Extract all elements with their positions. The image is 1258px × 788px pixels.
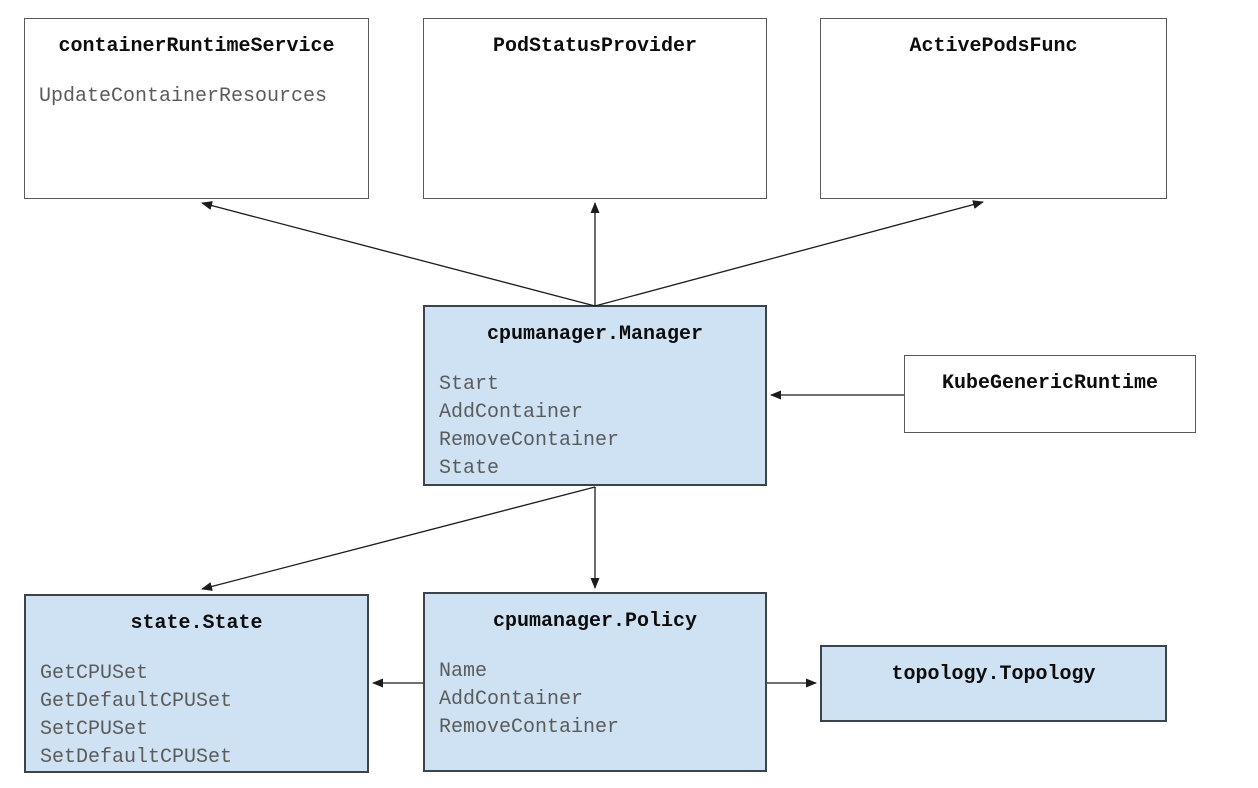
method-label: RemoveContainer [439,429,620,452]
node-kube-generic-runtime: KubeGenericRuntime [904,355,1196,433]
method-label: RemoveContainer [439,716,620,739]
node-title: ActivePodsFunc [909,35,1078,58]
node-title: KubeGenericRuntime [941,372,1159,395]
method-list: GetCPUSet GetDefaultCPUSet SetCPUSet Set… [26,660,367,772]
node-title: cpumanager.Manager [486,323,704,346]
method-label: Start [439,373,500,396]
method-label: SetCPUSet [40,718,149,741]
method-label: AddContainer [439,401,584,424]
method-list: Name AddContainer RemoveContainer [425,658,765,742]
method-list: UpdateContainerResources [25,83,368,111]
node-active-pods-func: ActivePodsFunc [820,18,1167,199]
method-label: Name [439,660,488,683]
node-topology-topology: topology.Topology [820,645,1167,722]
node-cpumanager-policy: cpumanager.Policy Name AddContainer Remo… [423,592,767,772]
node-pod-status-provider: PodStatusProvider [423,18,767,199]
arrow-manager-to-state-state [201,486,596,591]
node-state-state: state.State GetCPUSet GetDefaultCPUSet S… [24,594,369,773]
node-cpumanager-manager: cpumanager.Manager Start AddContainer Re… [423,305,767,486]
node-title: state.State [130,612,263,635]
method-label: UpdateContainerResources [39,85,328,108]
arrow-manager-to-active-pods-func [594,200,984,307]
arrow-manager-to-container-runtime-service [201,201,596,307]
node-title: cpumanager.Policy [492,610,698,633]
node-title: PodStatusProvider [492,35,698,58]
method-label: GetCPUSet [40,662,149,685]
method-label: AddContainer [439,688,584,711]
node-title: containerRuntimeService [58,35,335,58]
method-label: GetDefaultCPUSet [40,690,233,713]
method-list: Start AddContainer RemoveContainer State [425,371,765,483]
node-container-runtime-service: containerRuntimeService UpdateContainerR… [24,18,369,199]
method-label: SetDefaultCPUSet [40,746,233,769]
method-label: State [439,457,500,480]
node-title: topology.Topology [891,663,1096,686]
